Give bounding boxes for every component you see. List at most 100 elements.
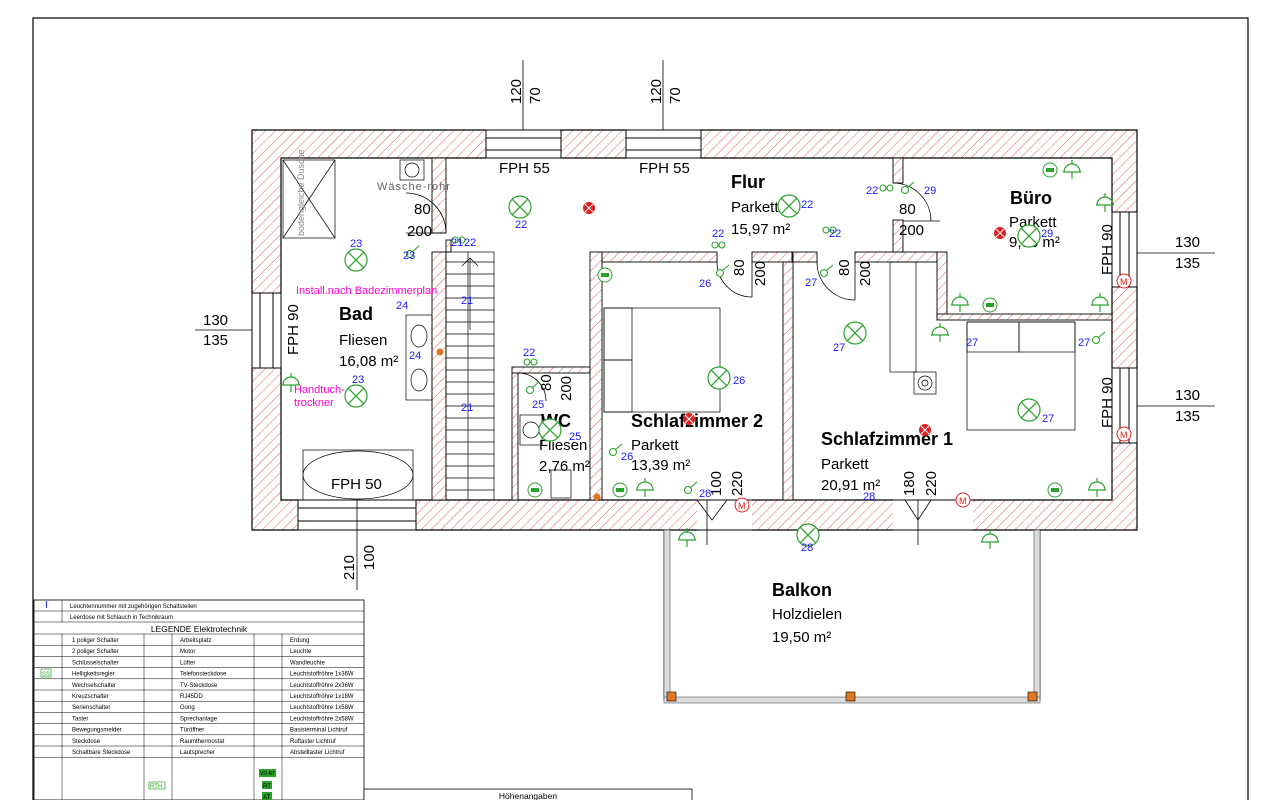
dim-door-wc-b: 200 <box>558 376 575 401</box>
legend-cell: 1 poliger Schalter <box>72 638 119 644</box>
window-label-1: FPH 55 <box>499 160 550 177</box>
furniture <box>282 159 1076 501</box>
dim-bottom-a: 210 <box>341 555 358 580</box>
num-29b: 29 <box>1041 228 1053 240</box>
room-sz1-floor: Parkett <box>821 456 869 473</box>
legend-cell: Erdung <box>290 638 309 644</box>
legend-cell: Lautsprecher <box>180 750 215 756</box>
sheet-border <box>32 17 1249 800</box>
legend-cell: Gong <box>180 705 195 711</box>
legend-cell: Schaltbare Steckdose <box>72 750 131 756</box>
dim-door-balk2-a: 180 <box>901 471 918 496</box>
room-labels: Bad Fliesen 16,08 m² Flur Parkett 15,97 … <box>339 172 1060 646</box>
legend-cell: RJ45DD <box>180 694 203 700</box>
room-bad-area: 16,08 m² <box>339 353 398 370</box>
num-28c: 28 <box>801 542 813 554</box>
room-balkon-floor: Holzdielen <box>772 606 842 623</box>
circuit-numbers: 21 21 21 22 22 22 22 22 22 22 23 23 23 2… <box>350 185 1090 554</box>
num-27d: 27 <box>1078 337 1090 349</box>
num-23b: 23 <box>403 250 415 262</box>
dim-right1-b: 135 <box>1175 255 1200 272</box>
legend-cell: Sprechanlage <box>180 716 218 722</box>
legend-cell: Basisterminal Lichtruf <box>290 728 348 734</box>
dim-door-sz1-b: 200 <box>857 261 874 286</box>
num-22g: 22 <box>523 347 535 359</box>
room-flur-floor: Parkett <box>731 199 779 216</box>
num-22e: 22 <box>829 228 841 240</box>
num-27c: 27 <box>966 337 978 349</box>
doors <box>405 182 940 545</box>
legend-cell: Leuchtstoffröhre 2x58W <box>290 716 354 722</box>
dim-top1-a: 120 <box>508 79 525 104</box>
window-label-buero: FPH 90 <box>1099 224 1116 275</box>
num-28b: 28 <box>863 491 875 503</box>
balcony <box>663 529 1041 704</box>
motor-label-3: M <box>738 501 746 511</box>
num-24a: 24 <box>396 300 408 312</box>
room-buero-floor: Parkett <box>1009 214 1057 231</box>
dim-right2-b: 135 <box>1175 408 1200 425</box>
num-21c: 21 <box>451 237 463 249</box>
room-wc-area: 2,76 m² <box>539 458 590 475</box>
dim-top2-b: 70 <box>667 87 684 104</box>
legend-cell: Bewegungsmelder <box>72 728 122 734</box>
dim-door-sz2-b: 200 <box>752 261 769 286</box>
num-25a: 25 <box>532 399 544 411</box>
motors: M M M M <box>734 273 1132 513</box>
dim-door-bad-a: 80 <box>414 201 431 218</box>
hoehenangaben-table: Höhenangaben <box>363 788 693 800</box>
legend-cell: TV-Steckdose <box>180 683 218 689</box>
outer-walls <box>251 129 1138 531</box>
room-sz1-area: 20,91 m² <box>821 477 880 494</box>
num-27e: 27 <box>1042 413 1054 425</box>
num-27b: 27 <box>833 342 845 354</box>
num-29a: 29 <box>924 185 936 197</box>
legend-cell: Kreuzschalter <box>72 694 109 700</box>
num-23c: 23 <box>352 374 364 386</box>
room-flur-area: 15,97 m² <box>731 221 790 238</box>
dimension-lines <box>195 60 1215 590</box>
window-labels: FPH 55 FPH 55 FPH 90 FPH 90 FPH 90 FPH 5… <box>285 160 1116 493</box>
tub-label: FPH 50 <box>331 476 382 493</box>
staircase <box>445 251 495 501</box>
room-flur-name: Flur <box>731 172 765 192</box>
sym-rth: RTH <box>150 784 162 790</box>
num-22f: 22 <box>712 228 724 240</box>
num-26a: 26 <box>699 278 711 290</box>
room-sz2-name: Schlafzimmer 2 <box>631 411 763 431</box>
dim-bottom-b: 100 <box>361 545 378 570</box>
legend-cell: Leuchtstoffröhre 1x36W <box>290 672 354 678</box>
waesche-label: Wäsche-rohr <box>377 181 451 193</box>
legend-title: LEGENDE Elektrotechnik <box>151 624 248 634</box>
legend-cell: Leuchtstoffröhre 1x58W <box>290 705 354 711</box>
num-26b: 26 <box>733 375 745 387</box>
legend-number-glyph: I <box>45 600 48 611</box>
handtuch-label-1: Handtuch- <box>294 384 345 396</box>
legend-cell: Steckdose <box>72 739 101 745</box>
room-sz1-name: Schlafzimmer 1 <box>821 429 953 449</box>
num-21a: 21 <box>461 295 473 307</box>
annotations: Wäsche-rohr Install.nach Badezimmerplan … <box>294 149 451 409</box>
legend-cell: Leuchtstoffröhre 2x36W <box>290 683 354 689</box>
window-label-2: FPH 55 <box>639 160 690 177</box>
dim-top2-a: 120 <box>648 79 665 104</box>
room-sz2-floor: Parkett <box>631 437 679 454</box>
window-label-bad: FPH 90 <box>285 304 302 355</box>
num-24b: 24 <box>409 350 421 362</box>
legend-cell: Serienschalter <box>72 705 110 711</box>
motor-label-4: M <box>959 496 967 506</box>
legend-cell: Wechselschalter <box>72 683 116 689</box>
legend-cell: Schlüsselschalter <box>72 660 119 666</box>
dusche-label: bodengleiche Dusche <box>296 149 306 236</box>
sym-ss: SS <box>42 672 50 678</box>
fixtures <box>281 159 1115 550</box>
legend-cell: Abstelltaster Lichtruf <box>290 750 345 756</box>
hoehen-title: Höhenangaben <box>499 791 557 800</box>
dim-right1-a: 130 <box>1175 234 1200 251</box>
dim-door-balk1-a: 100 <box>708 471 725 496</box>
num-22a: 22 <box>464 237 476 249</box>
dim-top1-b: 70 <box>527 87 544 104</box>
sym-rt: RT <box>263 784 271 790</box>
legend-table: Leuchtennummer mit zugehörigen Schaltste… <box>33 599 365 800</box>
legend-cell: Lüfter <box>180 660 195 666</box>
